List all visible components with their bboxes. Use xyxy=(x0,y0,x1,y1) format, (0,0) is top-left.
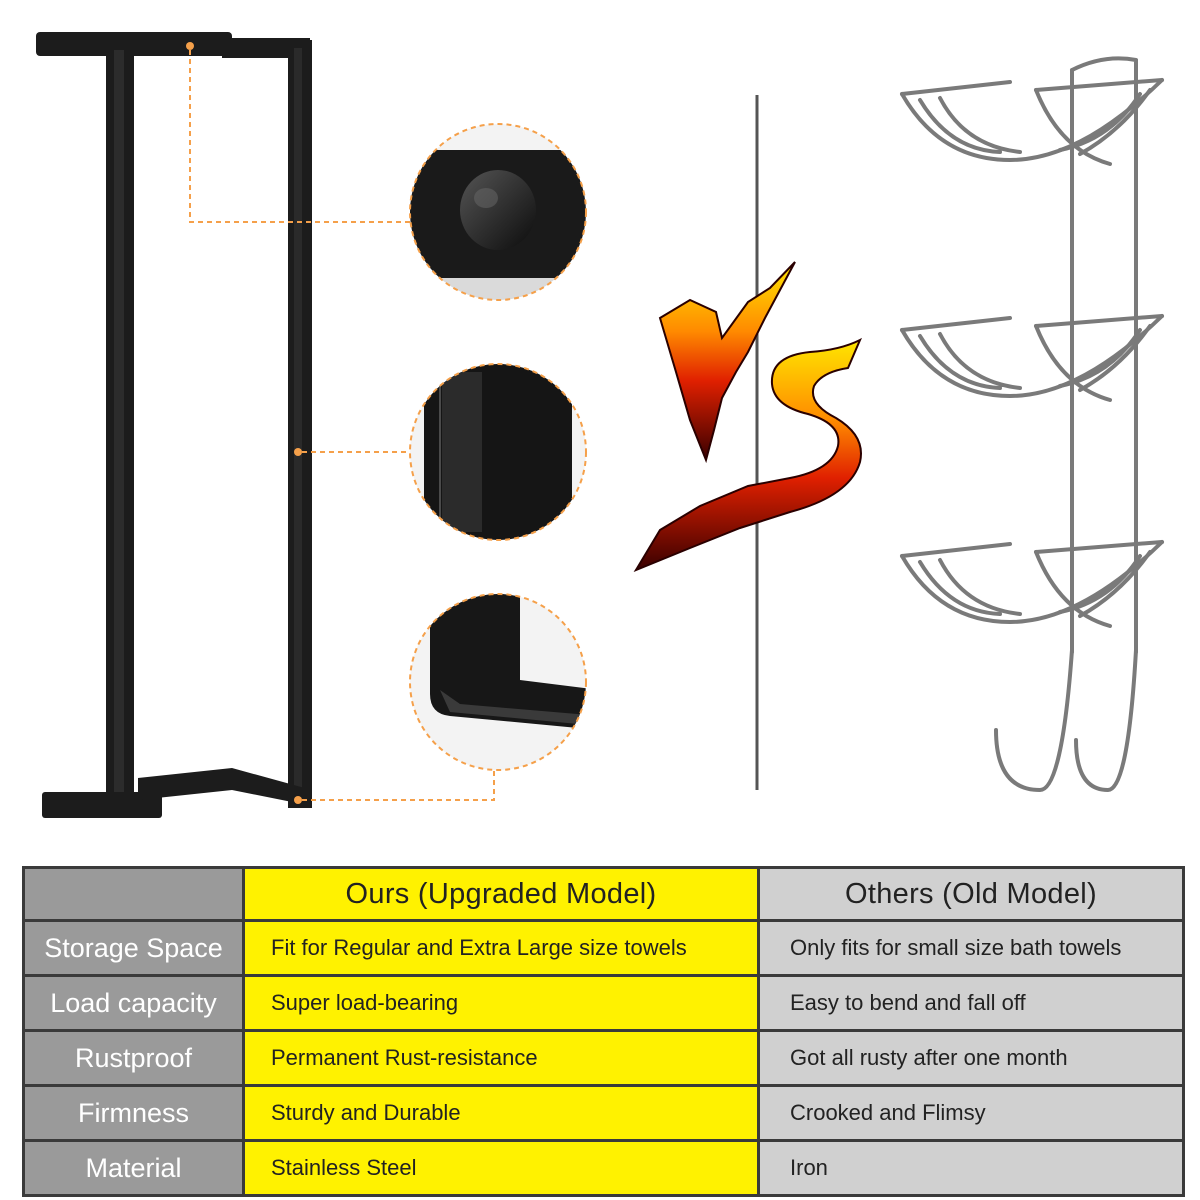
others-cell: Only fits for small size bath towels xyxy=(757,919,1185,977)
comparison-table: Ours (Upgraded Model) Others (Old Model)… xyxy=(22,866,1185,1197)
ours-cell: Sturdy and Durable xyxy=(242,1084,760,1142)
others-cell: Got all rusty after one month xyxy=(757,1029,1185,1087)
anchor-dot xyxy=(294,796,302,804)
row-label: Material xyxy=(22,1139,245,1197)
table-row: Load capacity Super load-bearing Easy to… xyxy=(22,974,1185,1032)
ours-cell: Fit for Regular and Extra Large size tow… xyxy=(242,919,760,977)
black-towel-rack xyxy=(36,32,312,818)
wire-basket-rack xyxy=(900,56,1164,793)
detail-callout-corner xyxy=(409,593,587,771)
anchor-dot xyxy=(186,42,194,50)
others-cell: Crooked and Flimsy xyxy=(757,1084,1185,1142)
row-label: Firmness xyxy=(22,1084,245,1142)
row-label: Load capacity xyxy=(22,974,245,1032)
table-row: Rustproof Permanent Rust-resistance Got … xyxy=(22,1029,1185,1087)
ours-cell: Super load-bearing xyxy=(242,974,760,1032)
callout-leaders xyxy=(189,50,495,801)
anchor-dot xyxy=(294,448,302,456)
ours-cell: Stainless Steel xyxy=(242,1139,760,1197)
ours-cell: Permanent Rust-resistance xyxy=(242,1029,760,1087)
table-header-row: Ours (Upgraded Model) Others (Old Model) xyxy=(22,866,1185,922)
row-label: Storage Space xyxy=(22,919,245,977)
row-label: Rustproof xyxy=(22,1029,245,1087)
vs-flame-badge xyxy=(633,261,862,573)
detail-callout-knob xyxy=(409,123,587,301)
table-row: Storage Space Fit for Regular and Extra … xyxy=(22,919,1185,977)
header-corner xyxy=(22,866,245,922)
product-comparison-illustration xyxy=(36,32,1164,818)
table-row: Material Stainless Steel Iron xyxy=(22,1139,1185,1197)
ours-header: Ours (Upgraded Model) xyxy=(242,866,760,922)
others-header: Others (Old Model) xyxy=(757,866,1185,922)
others-cell: Easy to bend and fall off xyxy=(757,974,1185,1032)
table-row: Firmness Sturdy and Durable Crooked and … xyxy=(22,1084,1185,1142)
others-cell: Iron xyxy=(757,1139,1185,1197)
detail-callout-bar xyxy=(409,363,587,541)
